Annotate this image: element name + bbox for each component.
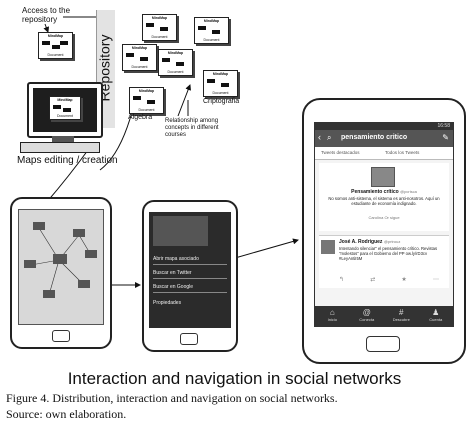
repo-card-4: MindMap Document: [158, 49, 193, 76]
tweet-item[interactable]: José A. Rodriguez @prtrouz Intentando si…: [319, 235, 449, 288]
algebra-label: Algebra: [128, 114, 153, 121]
back-chevron-icon[interactable]: ‹: [318, 132, 321, 142]
tweet-avatar: [321, 240, 335, 254]
profile-card[interactable]: Pensamiento crítico @pcrisca No somos an…: [319, 163, 449, 231]
phone-map-view: [10, 197, 112, 349]
main-title: Interaction and navigation in social net…: [67, 369, 402, 388]
nav-discover[interactable]: # Descubre: [384, 306, 419, 326]
profile-bio: No somos anti-sistema, el sistema es ant…: [328, 196, 440, 206]
hash-icon: #: [399, 308, 404, 317]
repo-card-algebra: MindMap Document: [129, 87, 164, 114]
phone-menu-screen: Abrir mapa asociado Buscar en Twitter Bu…: [149, 212, 231, 328]
phone-menu-view: Abrir mapa asociado Buscar en Twitter Bu…: [142, 200, 238, 352]
relationship-label: Relationship among concepts in different…: [165, 118, 219, 138]
repo-card-1: MindMap Document: [142, 14, 177, 41]
menu-dimmed-map: [153, 216, 208, 246]
menu-open-map[interactable]: Abrir mapa asociado: [153, 254, 227, 265]
access-label: Access to the repository: [22, 6, 71, 24]
tab-featured[interactable]: Tweets destacados: [321, 150, 360, 155]
search-icon[interactable]: ⌕: [327, 133, 332, 142]
computer-monitor: MindMap Document: [27, 82, 103, 138]
twitter-header: ‹ ⌕ pensamiento critico ✎: [315, 130, 453, 147]
bottom-nav: ⌂ Inicio @ Conecta # Descubre ♟ Cuenta: [315, 306, 453, 326]
tweet-actions: ↰ ⇄ ★ ⋯: [339, 276, 439, 283]
at-icon: @: [362, 308, 371, 317]
tab-bar: Tweets destacados Todos los Tweets: [315, 147, 453, 160]
nav-connect[interactable]: @ Conecta: [350, 306, 385, 326]
profile-avatar: [371, 167, 395, 187]
twitter-screen: 16:58 ‹ ⌕ pensamiento critico ✎ Tweets d…: [314, 122, 454, 327]
twitter-phone-home-button[interactable]: [366, 336, 400, 352]
status-time: 16:58: [437, 123, 450, 129]
tab-all[interactable]: Todos los Tweets: [385, 150, 420, 155]
repo-card-2: MindMap Document: [194, 17, 229, 44]
menu-properties[interactable]: Propiedades: [153, 300, 182, 306]
computer-stand: [52, 136, 74, 142]
more-icon[interactable]: ⋯: [432, 277, 439, 283]
phone-map-home-button[interactable]: [52, 330, 70, 342]
maps-editing-label: Maps editing / creation: [17, 155, 118, 166]
criptografia-label: Criptografia: [203, 98, 240, 105]
tweet-handle: @prtrouz: [383, 239, 401, 244]
header-title: pensamiento critico: [341, 134, 408, 141]
home-icon: ⌂: [329, 308, 335, 317]
menu-search-google[interactable]: Buscar en Google: [153, 282, 227, 293]
menu-search-twitter[interactable]: Buscar en Twitter: [153, 268, 227, 279]
computer-keyboard: [20, 142, 100, 153]
caption-line-2: Source: own elaboration.: [6, 407, 127, 421]
profile-handle: @pcrisca: [400, 189, 417, 194]
retweet-icon[interactable]: ⇄: [370, 277, 376, 283]
phone-menu-home-button[interactable]: [180, 333, 198, 345]
mindmap-document-card: MindMap Document: [38, 32, 73, 59]
favorite-icon[interactable]: ★: [401, 277, 407, 283]
repo-card-3: MindMap Document: [122, 44, 157, 71]
monitor-mindmap-card: MindMap Document: [49, 96, 81, 120]
caption-line-1: Figure 4. Distribution, interaction and …: [6, 391, 338, 405]
repo-card-criptografia: MindMap Document: [203, 70, 238, 97]
nav-home[interactable]: ⌂ Inicio: [315, 306, 350, 326]
phone-map-screen[interactable]: [18, 209, 104, 325]
status-bar: 16:58: [315, 123, 453, 130]
profile-name: Pensamiento crítico: [351, 189, 399, 195]
person-icon: ♟: [432, 308, 440, 317]
phone-twitter-view: 16:58 ‹ ⌕ pensamiento critico ✎ Tweets d…: [302, 98, 466, 364]
compose-icon[interactable]: ✎: [442, 133, 449, 142]
tweet-author: José A. Rodriguez: [339, 239, 383, 245]
profile-location: Carolina Or sigue: [368, 215, 400, 220]
mindmap-graph: [24, 222, 97, 298]
tweet-text: Intentando silenciar" el pensamiento crí…: [339, 246, 438, 261]
nav-account[interactable]: ♟ Cuenta: [419, 306, 454, 326]
reply-icon[interactable]: ↰: [339, 277, 345, 283]
